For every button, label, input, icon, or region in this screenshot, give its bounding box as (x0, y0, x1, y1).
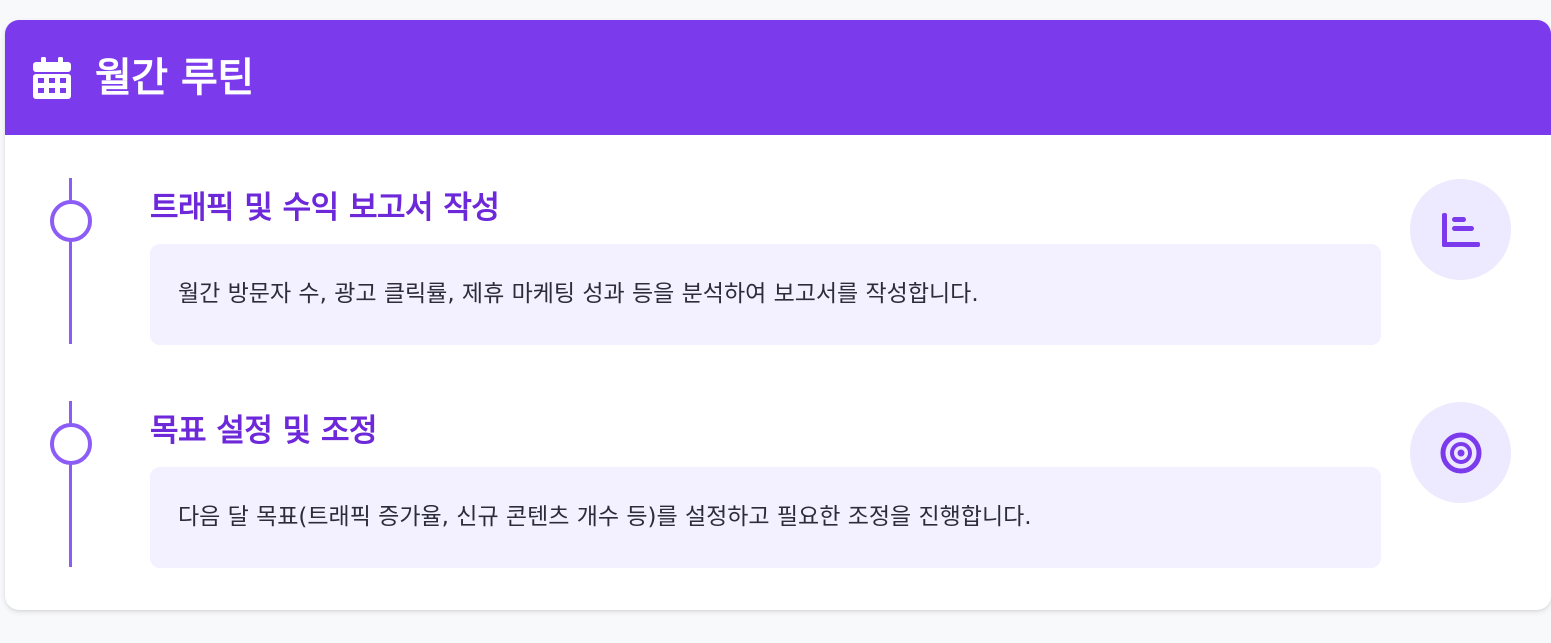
routine-item-title: 트래픽 및 수익 보고서 작성 (150, 190, 500, 226)
monthly-routine-card: 월간 루틴 트래픽 및 수익 보고서 작성 월간 방문자 수, 광고 클릭률, … (5, 20, 1551, 610)
routine-item-description: 월간 방문자 수, 광고 클릭률, 제휴 마케팅 성과 등을 분석하여 보고서를… (178, 281, 979, 307)
routine-item: 목표 설정 및 조정 다음 달 목표(트래픽 증가율, 신규 콘텐츠 개수 등)… (5, 401, 1551, 571)
card-header: 월간 루틴 (5, 20, 1551, 135)
timeline-dot (50, 200, 92, 242)
routine-item-description-box: 월간 방문자 수, 광고 클릭률, 제휴 마케팅 성과 등을 분석하여 보고서를… (150, 244, 1381, 345)
chart-icon (1410, 179, 1511, 280)
timeline-line (69, 178, 72, 344)
routine-item-title: 목표 설정 및 조정 (150, 413, 378, 449)
routine-item-description: 다음 달 목표(트래픽 증가율, 신규 콘텐츠 개수 등)를 설정하고 필요한 … (178, 504, 1032, 530)
calendar-icon (33, 57, 71, 99)
routine-item: 트래픽 및 수익 보고서 작성 월간 방문자 수, 광고 클릭률, 제휴 마케팅… (5, 178, 1551, 348)
target-icon (1410, 402, 1511, 503)
timeline-line (69, 401, 72, 567)
page-title: 월간 루틴 (95, 55, 254, 101)
routine-item-description-box: 다음 달 목표(트래픽 증가율, 신규 콘텐츠 개수 등)를 설정하고 필요한 … (150, 467, 1381, 568)
timeline-dot (50, 423, 92, 465)
